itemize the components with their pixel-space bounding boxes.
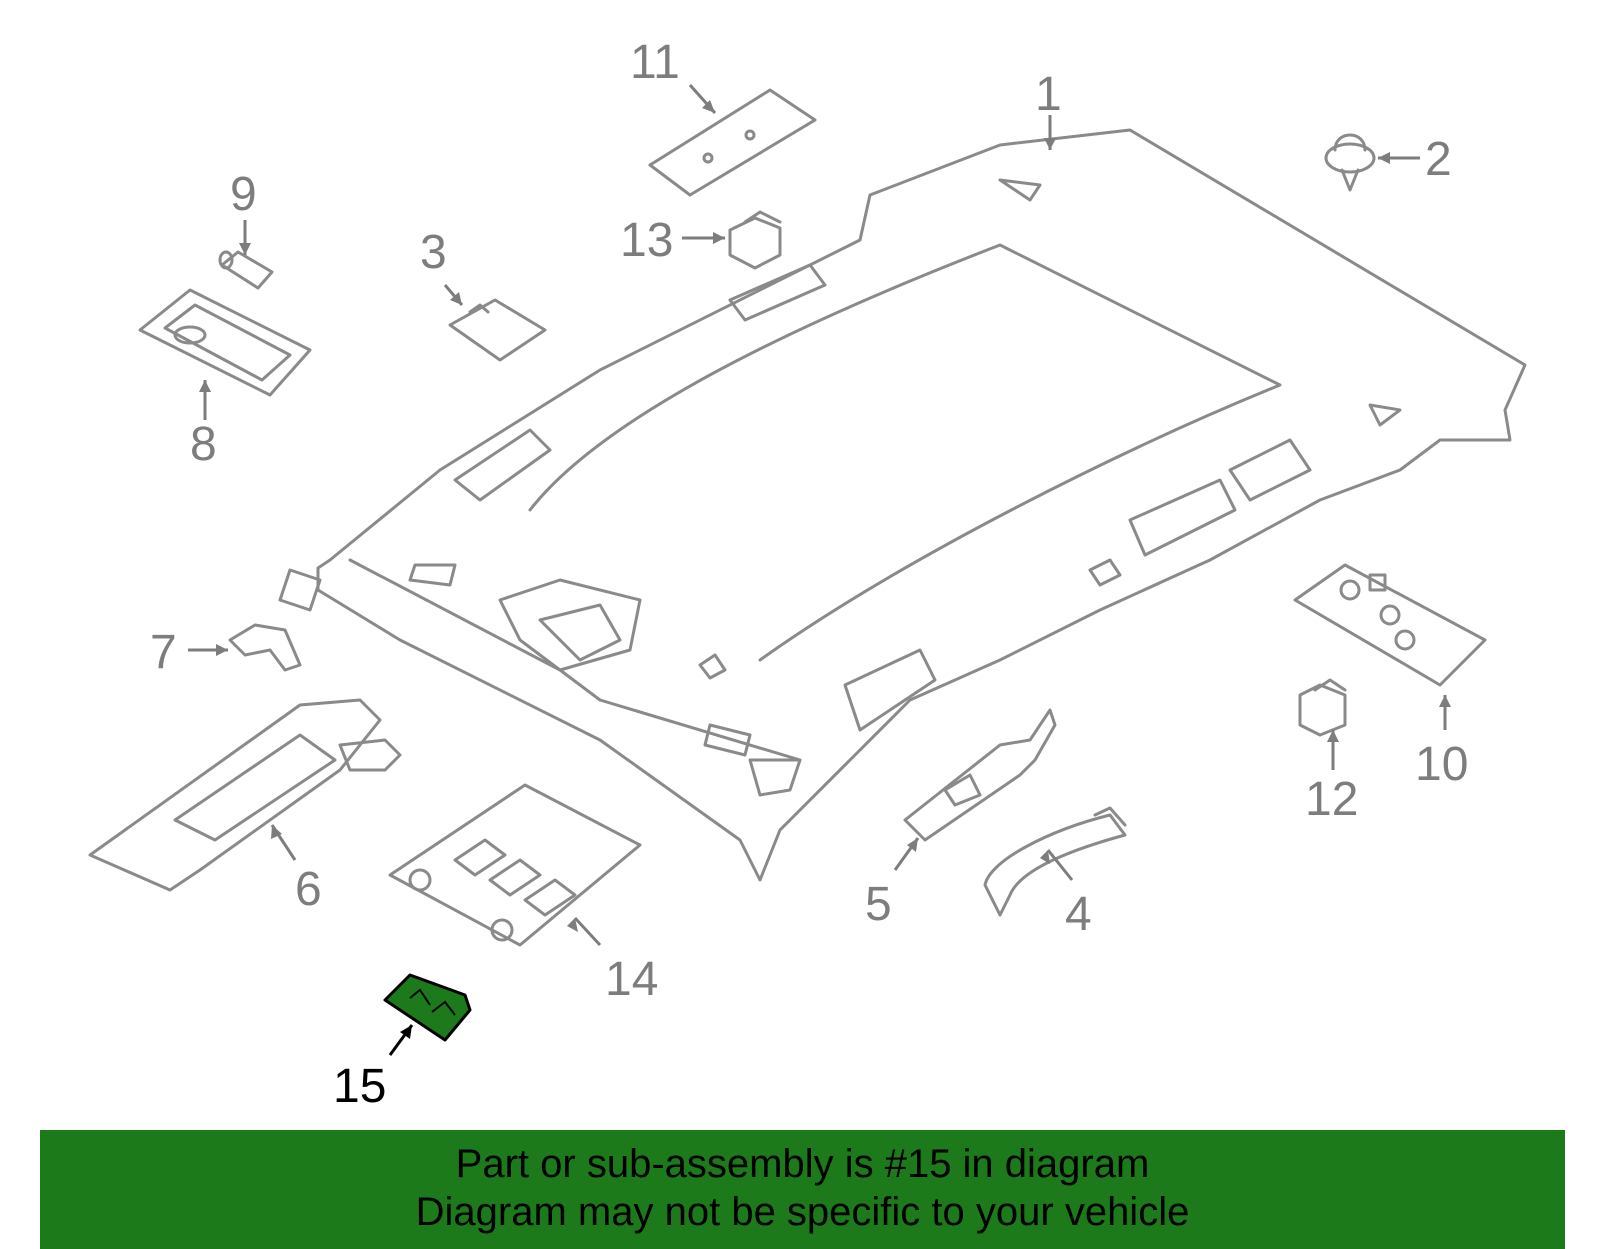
callout-3: 3 bbox=[420, 226, 447, 279]
banner-line-disclaimer: Diagram may not be specific to your vehi… bbox=[415, 1190, 1190, 1234]
lamp-housing-part-8 bbox=[138, 288, 312, 397]
banner-line-part-number: Part or sub-assembly is #15 in diagram bbox=[455, 1142, 1150, 1186]
bracket-part-5 bbox=[903, 708, 1057, 842]
callout-2: 2 bbox=[1425, 133, 1452, 186]
callout-7: 7 bbox=[150, 626, 177, 679]
bulb-part-9 bbox=[218, 250, 274, 290]
cover-part-11 bbox=[648, 88, 817, 197]
callout-13: 13 bbox=[620, 214, 673, 267]
callout-8: 8 bbox=[190, 418, 217, 471]
callout-1: 1 bbox=[1035, 68, 1062, 121]
bracket-part-7 bbox=[228, 623, 302, 672]
highlighted-part-15 bbox=[383, 973, 472, 1042]
overhead-console-part-14 bbox=[388, 783, 642, 947]
callout-5: 5 bbox=[865, 878, 892, 931]
callout-4: 4 bbox=[1065, 888, 1092, 941]
sun-visor-part-6 bbox=[88, 698, 402, 892]
callout-10: 10 bbox=[1415, 738, 1468, 791]
callout-15: 15 bbox=[333, 1060, 386, 1113]
callout-14: 14 bbox=[605, 953, 658, 1006]
leader-lines bbox=[188, 84, 1451, 1056]
callout-9: 9 bbox=[230, 168, 257, 221]
info-banner: Part or sub-assembly is #15 in diagram D… bbox=[40, 1130, 1565, 1249]
connector-part-12 bbox=[1298, 678, 1347, 737]
clip-part-2 bbox=[1324, 133, 1376, 192]
callout-12: 12 bbox=[1305, 773, 1358, 826]
callout-11: 11 bbox=[630, 36, 680, 89]
bracket-part-3 bbox=[448, 298, 547, 362]
connector-part-13 bbox=[728, 210, 782, 270]
headliner-part-1 bbox=[278, 128, 1527, 882]
console-part-10 bbox=[1293, 563, 1487, 687]
callout-6: 6 bbox=[295, 863, 322, 916]
callout-labels: 1 2 3 4 5 6 7 8 9 10 11 12 13 14 15 bbox=[150, 36, 1468, 1113]
grab-handle-part-4 bbox=[983, 806, 1127, 917]
